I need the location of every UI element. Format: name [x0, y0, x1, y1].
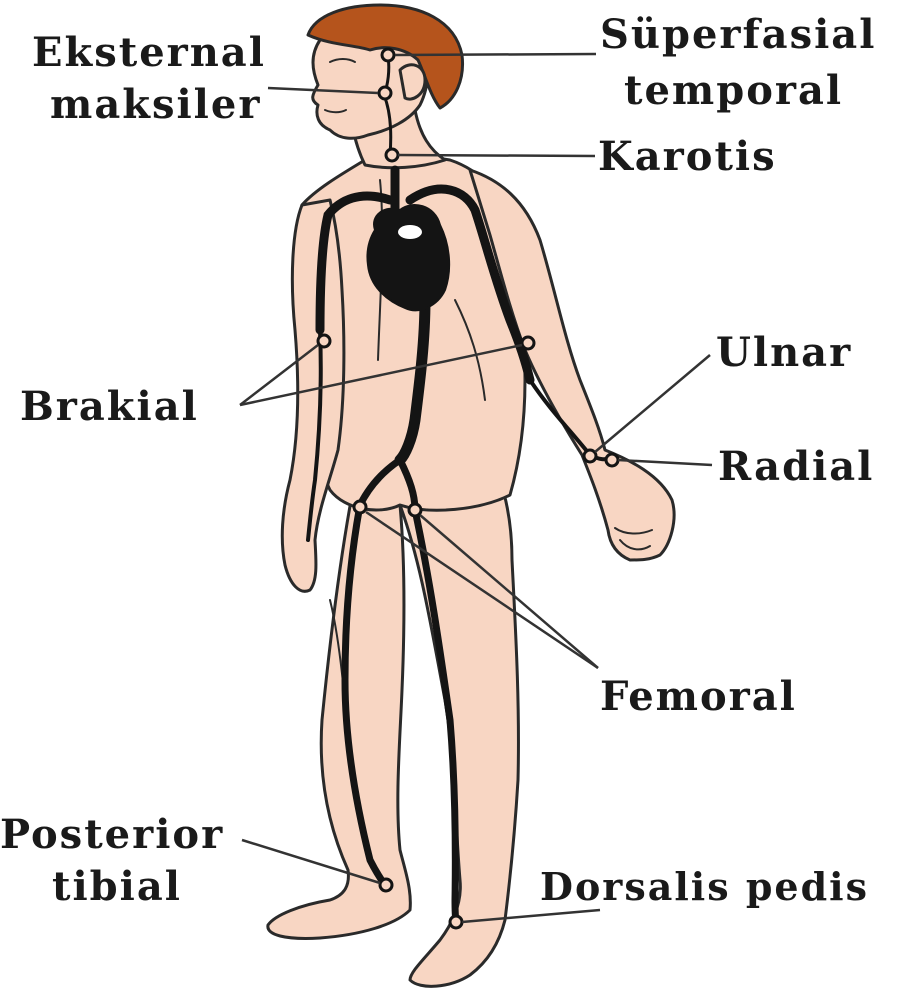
label-karotis: Karotis: [598, 133, 777, 180]
label-superfasial-line1: Süperfasial: [600, 11, 876, 58]
pulse-point-karotis: [386, 149, 398, 161]
label-posterior-line1: Posterior: [0, 811, 224, 858]
label-radial: Radial: [718, 443, 874, 490]
label-eksternal-line1: Eksternal: [32, 29, 266, 76]
leader-superfasial-temporal: [395, 54, 596, 55]
leader-karotis: [398, 155, 595, 156]
label-dorsalis-pedis: Dorsalis pedis: [540, 864, 869, 909]
pulse-point-superfasial-temporal: [382, 49, 394, 61]
pulse-point-femoral-right: [354, 501, 366, 513]
ear: [400, 65, 425, 99]
right-arm: [282, 200, 344, 591]
pulse-point-ulnar: [584, 450, 596, 462]
label-ulnar: Ulnar: [716, 329, 852, 376]
label-femoral: Femoral: [600, 673, 797, 720]
left-leg: [400, 480, 518, 986]
pulse-point-posterior-tibial: [380, 879, 392, 891]
label-superfasial-line2: temporal: [624, 67, 843, 114]
leader-ulnar: [595, 355, 710, 452]
label-posterior-line2: tibial: [52, 863, 182, 910]
heart-highlight: [398, 225, 422, 239]
label-eksternal-line2: maksiler: [50, 81, 261, 128]
label-brakial: Brakial: [20, 383, 199, 430]
pulse-point-eksternal-maksiler: [379, 87, 391, 99]
pulse-point-brakial-left: [522, 337, 534, 349]
pulse-point-dorsalis-pedis: [450, 916, 462, 928]
pulse-point-brakial-right: [318, 335, 330, 347]
pulse-point-femoral-left: [409, 504, 421, 516]
pulse-point-radial: [606, 454, 618, 466]
